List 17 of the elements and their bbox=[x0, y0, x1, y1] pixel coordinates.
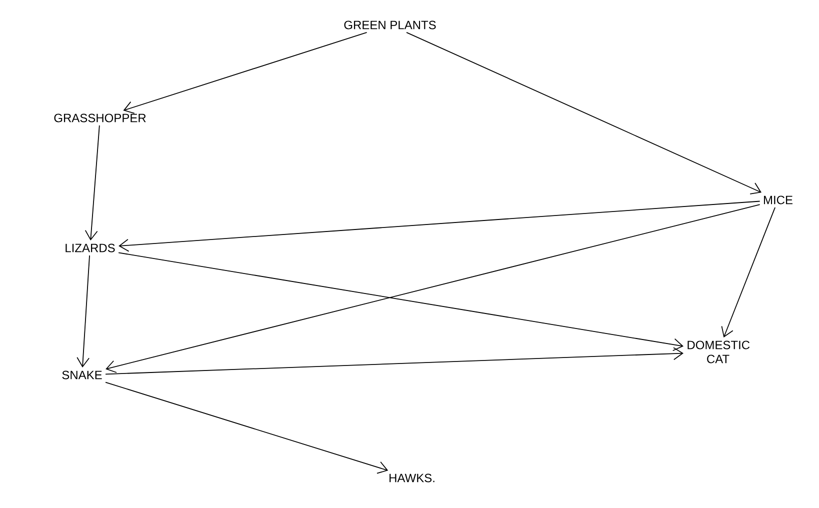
node-label: MICE bbox=[764, 196, 792, 204]
arrow bbox=[118, 200, 760, 252]
node-label: LIZARDS bbox=[66, 244, 115, 252]
arrow bbox=[118, 252, 684, 352]
node-label: HAWKS. bbox=[390, 474, 434, 482]
arrow bbox=[406, 32, 762, 194]
arrow bbox=[105, 382, 388, 474]
arrow bbox=[721, 206, 776, 338]
node-label: GREEN PLANTS bbox=[344, 20, 436, 30]
node-label: DOMESTIC CAT bbox=[688, 340, 750, 364]
arrow bbox=[123, 32, 368, 114]
arrow bbox=[105, 347, 684, 375]
node-label: SNAKE bbox=[62, 370, 102, 380]
arrow bbox=[106, 204, 760, 373]
arrow bbox=[76, 254, 90, 368]
arrow bbox=[84, 125, 100, 241]
node-label: GRASSHOPPER bbox=[54, 114, 146, 122]
